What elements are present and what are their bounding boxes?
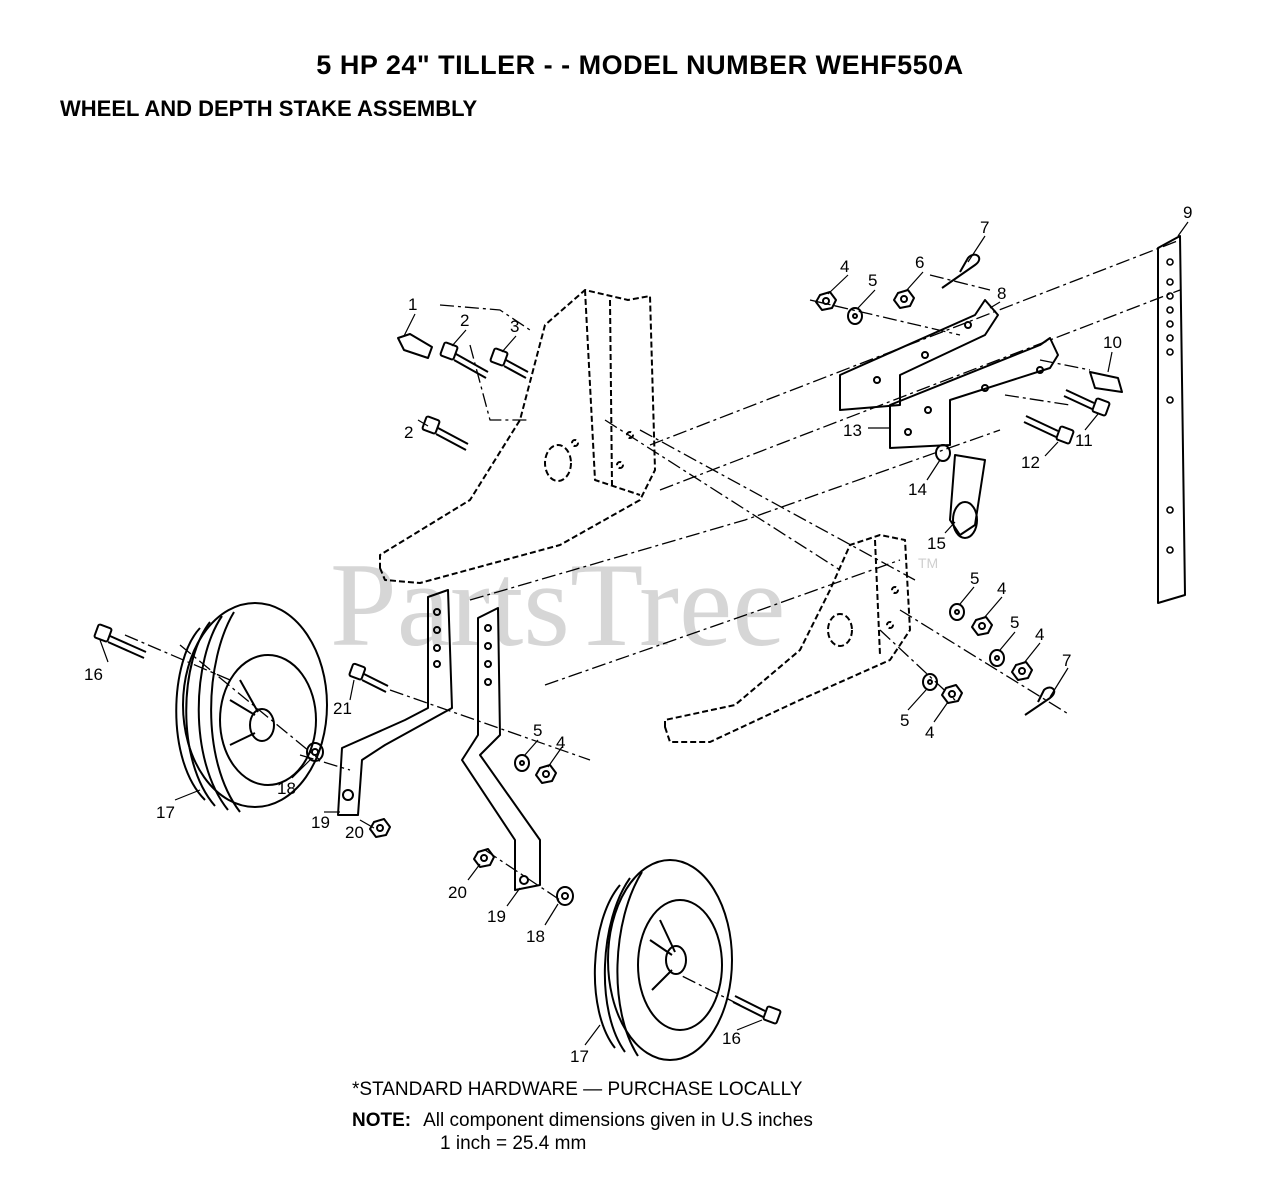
callout-4-right-c: 4 [925, 723, 934, 742]
nut-20-right [473, 848, 495, 868]
depth-stake [1157, 235, 1186, 604]
left-wheel [175, 602, 328, 813]
callout-14: 14 [908, 480, 927, 499]
depth-stake-lock [949, 454, 986, 539]
callout-labels: 1 2 3 2 4 5 6 7 8 9 10 11 12 13 14 15 16… [84, 203, 1192, 1066]
washer-14 [935, 444, 951, 462]
bolt-3 [489, 347, 529, 379]
callout-leaders [99, 221, 1189, 1046]
bolt-16-left [93, 623, 147, 659]
right-frame-bracket [664, 534, 911, 743]
right-wheel [593, 859, 733, 1061]
left-frame-bracket [379, 289, 656, 584]
note-text: All component dimensions given in U.S in… [423, 1110, 813, 1131]
bolt-10 [1089, 371, 1123, 393]
washer-5-bracket [514, 754, 530, 772]
washer-5-right-c [922, 673, 938, 691]
nut-4-right-b [1011, 661, 1033, 681]
hairpin-7-upper [941, 253, 981, 289]
nut-4-right-a [971, 616, 993, 636]
standard-hardware-note: *STANDARD HARDWARE — PURCHASE LOCALLY [352, 1079, 803, 1100]
callout-18-left: 18 [277, 779, 296, 798]
bolt-1 [397, 333, 433, 359]
callout-7-lower: 7 [1062, 651, 1071, 670]
bolt-21 [348, 662, 389, 693]
callout-18-right: 18 [526, 927, 545, 946]
callout-5-upper: 5 [868, 271, 877, 290]
callout-4-right-b: 4 [1035, 625, 1044, 644]
callout-17-left: 17 [156, 803, 175, 822]
nut-6 [893, 289, 915, 309]
callout-13: 13 [843, 421, 862, 440]
dimension-note: NOTE: All component dimensions given in U… [352, 1110, 813, 1132]
callout-20-right: 20 [448, 883, 467, 902]
callout-20-left: 20 [345, 823, 364, 842]
note-label: NOTE: [352, 1110, 412, 1131]
bolt-16-right [732, 995, 782, 1025]
callout-19-left: 19 [311, 813, 330, 832]
bolt-12 [1023, 415, 1075, 445]
callout-4-upper: 4 [840, 257, 849, 276]
wheel-bracket-left [337, 589, 453, 816]
callout-21: 21 [333, 699, 352, 718]
callout-1: 1 [408, 295, 417, 314]
page-title: 5 HP 24" TILLER - - MODEL NUMBER WEHF550… [316, 50, 964, 80]
callout-12: 12 [1021, 453, 1040, 472]
depth-stake-brackets [839, 299, 1059, 449]
callout-5-right-a: 5 [970, 569, 979, 588]
callout-2-lower: 2 [404, 423, 413, 442]
callout-9: 9 [1183, 203, 1192, 222]
callout-16-right: 16 [722, 1029, 741, 1048]
callout-10: 10 [1103, 333, 1122, 352]
washer-5-right-a [949, 603, 965, 621]
callout-17-right: 17 [570, 1047, 589, 1066]
nut-4-right-c [941, 684, 963, 704]
nut-4-upper [815, 291, 837, 311]
washer-18-right [556, 886, 574, 906]
washer-18-left [306, 742, 324, 762]
page-subtitle: WHEEL AND DEPTH STAKE ASSEMBLY [60, 96, 478, 121]
callout-6: 6 [915, 253, 924, 272]
nut-20-left [369, 818, 391, 838]
bolt-2-upper [439, 341, 489, 379]
nut-4-bracket [535, 764, 557, 784]
watermark: PartsTree [330, 538, 786, 671]
washer-5-right-b [989, 649, 1005, 667]
callout-4-bracket: 4 [556, 733, 565, 752]
callout-4-right-a: 4 [997, 579, 1006, 598]
assembly-guide-lines [124, 239, 1181, 1006]
callout-8: 8 [997, 284, 1006, 303]
hairpin-7-lower [1024, 686, 1056, 716]
callout-5-bracket: 5 [533, 721, 542, 740]
unit-conversion: 1 inch = 25.4 mm [440, 1133, 587, 1154]
callout-5-right-c: 5 [900, 711, 909, 730]
callout-2-upper: 2 [460, 311, 469, 330]
callout-16-left: 16 [84, 665, 103, 684]
bolt-11 [1063, 389, 1111, 417]
wheel-bracket-right [461, 607, 541, 891]
callout-5-right-b: 5 [1010, 613, 1019, 632]
washer-5-upper [847, 307, 863, 325]
callout-15: 15 [927, 534, 946, 553]
callout-19-right: 19 [487, 907, 506, 926]
bolt-2-lower [421, 415, 469, 451]
callout-7-upper: 7 [980, 218, 989, 237]
watermark-tm: TM [918, 555, 938, 571]
callout-11: 11 [1075, 431, 1093, 450]
callout-3: 3 [510, 317, 519, 336]
